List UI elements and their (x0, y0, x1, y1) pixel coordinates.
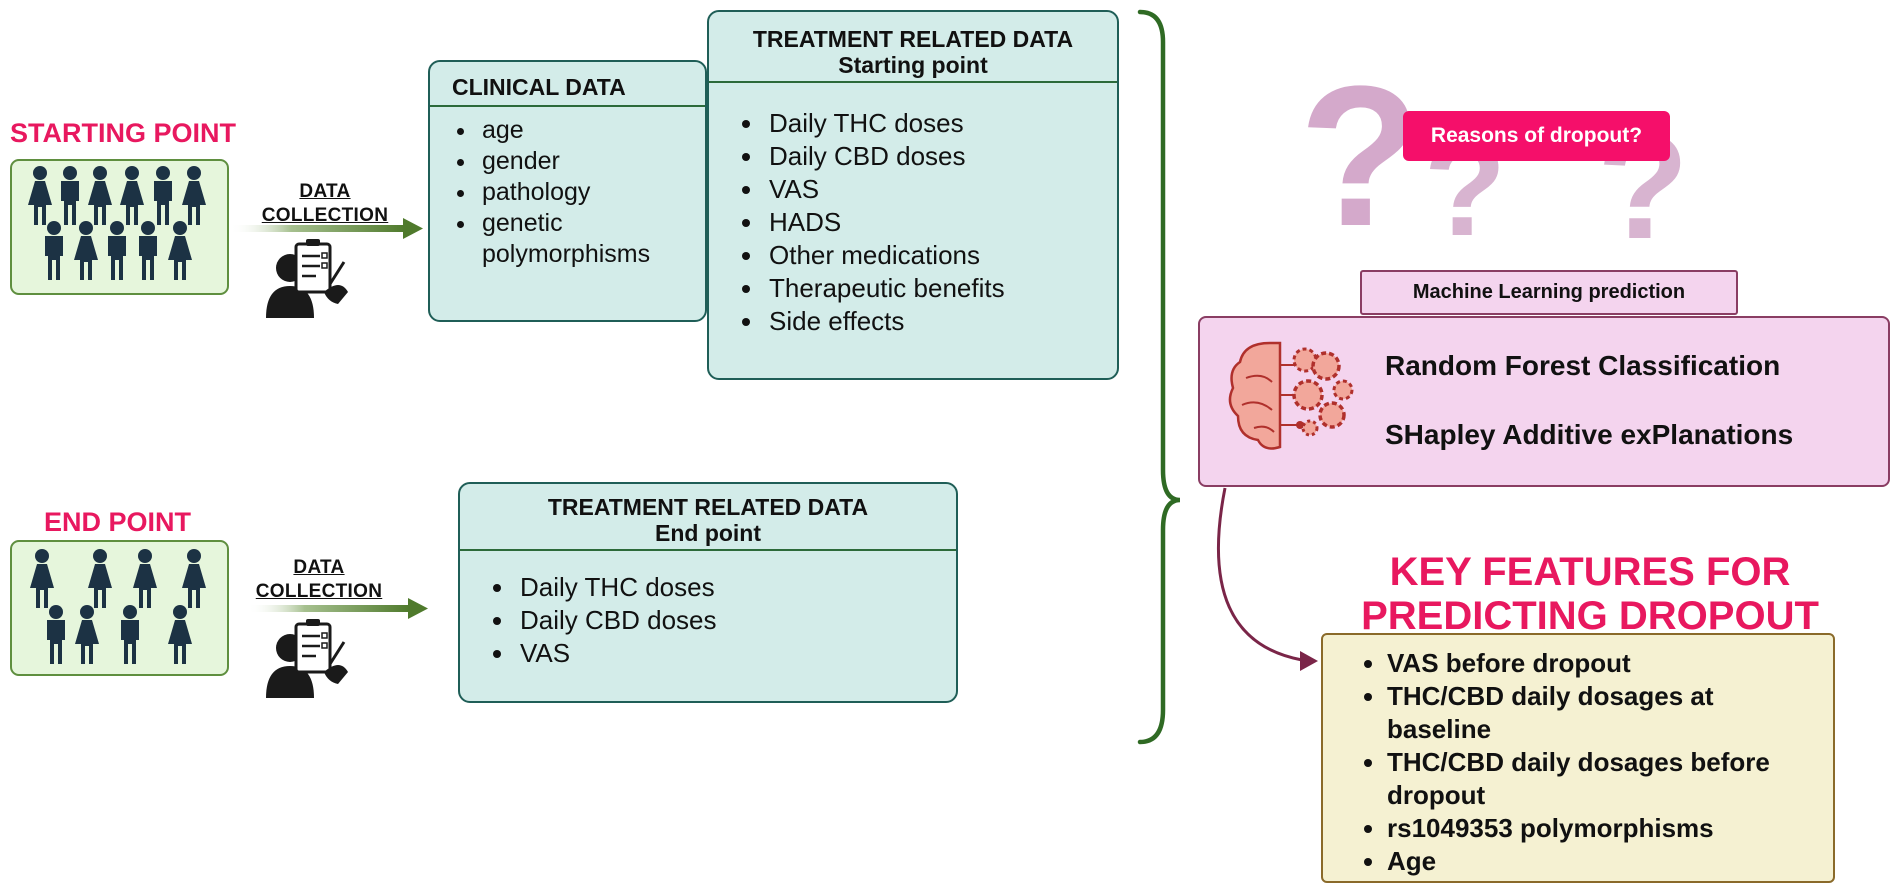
list-item: genetic polymorphisms (478, 208, 705, 270)
data-collection-line1: DATA (299, 181, 351, 202)
clinical-data-title: CLINICAL DATA (430, 62, 705, 107)
ml-method-random-forest: Random Forest Classification (1385, 350, 1781, 381)
grouping-brace (1137, 9, 1181, 745)
treatment-start-title-line2: Starting point (838, 52, 988, 78)
data-collection-arrow-end (248, 598, 428, 619)
list-item: Age (1387, 845, 1833, 878)
list-item: VAS (765, 173, 1117, 206)
reasons-of-dropout-badge: Reasons of dropout? (1403, 111, 1670, 161)
ml-prediction-tag: Machine Learning prediction (1360, 270, 1738, 315)
people-group-end (30, 549, 206, 664)
list-item: pathology (478, 177, 705, 208)
list-item-text: THC/CBD daily dosages before (1387, 747, 1770, 777)
treatment-start-list: Daily THC doses Daily CBD doses VAS HADS… (709, 107, 1117, 338)
data-collection-label-end: DATA COLLECTION (244, 556, 394, 604)
list-item: Other medications (765, 239, 1117, 272)
starting-point-label: STARTING POINT (10, 118, 236, 148)
list-item-text-cont: baseline (1387, 714, 1492, 744)
clinical-data-box: CLINICAL DATA age gender pathology genet… (428, 60, 707, 322)
clipboard-icon (264, 617, 350, 700)
list-item: gender (478, 146, 705, 177)
list-item: VAS (516, 637, 956, 670)
clipboard-icon (264, 237, 350, 320)
data-collection-line2: COLLECTION (261, 205, 389, 226)
people-group-start (28, 166, 206, 280)
list-item-text: genetic (482, 209, 563, 237)
list-item-text-cont: polymorphisms (482, 240, 651, 268)
list-item-text: THC/CBD daily dosages at (1387, 681, 1714, 711)
data-collection-arrow-start (230, 218, 423, 239)
list-item-text-cont: dropout (1387, 780, 1486, 810)
person-icon (28, 166, 52, 225)
list-item: Daily THC doses (765, 107, 1117, 140)
data-collection-line1: DATA (293, 557, 345, 578)
key-features-title-line2: PREDICTING DROPOUT (1361, 594, 1819, 638)
list-item: Therapeutic benefits (765, 272, 1117, 305)
end-point-label: END POINT (43, 507, 191, 537)
list-item: Side effects (765, 305, 1117, 338)
treatment-start-title: TREATMENT RELATED DATA Starting point (709, 12, 1117, 83)
key-features-title-line1: KEY FEATURES FOR (1389, 550, 1791, 594)
list-item: Daily CBD doses (765, 140, 1117, 173)
ml-method-shap: SHapley Additive exPlanations (1385, 419, 1794, 450)
treatment-end-list: Daily THC doses Daily CBD doses VAS (460, 571, 956, 670)
list-item: VAS before dropout (1387, 647, 1833, 680)
treatment-start-title-line1: TREATMENT RELATED DATA (752, 26, 1074, 52)
list-item: HADS (765, 206, 1117, 239)
treatment-end-title-line2: End point (654, 520, 762, 546)
treatment-start-box: TREATMENT RELATED DATA Starting point Da… (707, 10, 1119, 380)
list-item: Daily CBD doses (516, 604, 956, 637)
list-item: rs1049353 polymorphisms (1387, 812, 1833, 845)
clinical-data-list: age gender pathology genetic polymorphism… (430, 115, 705, 270)
svg-text:?: ? (1299, 45, 1421, 268)
ml-to-features-arrowhead (1300, 651, 1318, 671)
data-collection-line2: COLLECTION (255, 581, 383, 602)
treatment-end-title: TREATMENT RELATED DATA End point (460, 484, 956, 551)
treatment-end-title-line1: TREATMENT RELATED DATA (547, 494, 869, 520)
data-collection-label-start: DATA COLLECTION (250, 180, 400, 228)
key-features-box: VAS before dropout THC/CBD daily dosages… (1321, 633, 1835, 883)
list-item: Daily THC doses (516, 571, 956, 604)
key-features-title: KEY FEATURES FOR PREDICTING DROPOUT (1290, 550, 1890, 638)
key-features-list: VAS before dropout THC/CBD daily dosages… (1323, 647, 1833, 878)
list-item: age (478, 115, 705, 146)
brain-gears-icon (1228, 341, 1354, 450)
treatment-end-box: TREATMENT RELATED DATA End point Daily T… (458, 482, 958, 703)
ml-to-features-arrow (1217, 487, 1303, 662)
